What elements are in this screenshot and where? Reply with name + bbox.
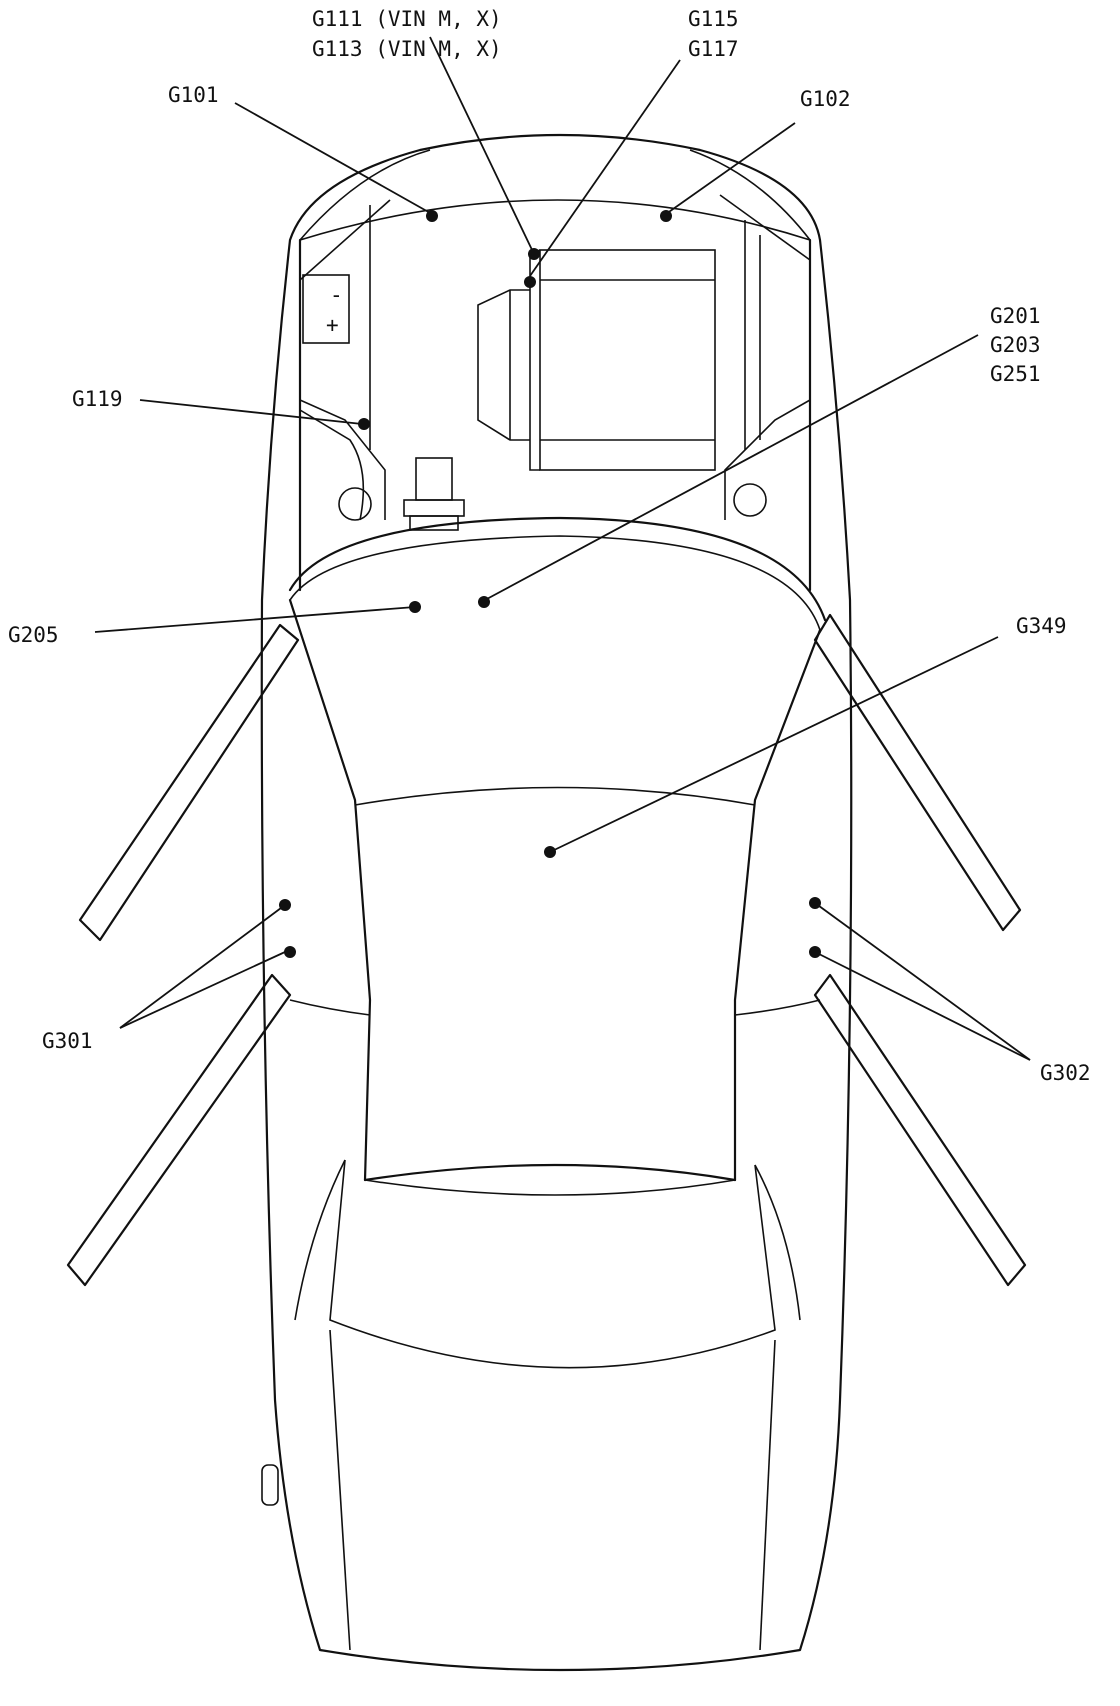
front-left-door [78, 623, 300, 942]
ground-point-g302-b [809, 946, 821, 958]
ground-point-g201-g203-g251 [478, 596, 490, 608]
battery-minus-label: - [330, 283, 343, 307]
ground-point-g111-g113 [528, 248, 540, 260]
label-g111: G111 (VIN M, X) [312, 7, 502, 31]
battery-plus-label: + [326, 313, 339, 337]
ground-point-g205 [409, 601, 421, 613]
label-g201: G201 [990, 304, 1041, 328]
label-g113: G113 (VIN M, X) [312, 37, 502, 61]
ground-point-g301-a [279, 899, 291, 911]
label-g302: G302 [1040, 1061, 1091, 1085]
leader-lines [94, 36, 1031, 1061]
rear-left-door [66, 973, 292, 1287]
label-g117: G117 [688, 37, 739, 61]
label-g115: G115 [688, 7, 739, 31]
ground-point-g101 [426, 210, 438, 222]
car-outline [66, 133, 1027, 1672]
rear-right-door [813, 973, 1027, 1287]
ground-point-g301-b [284, 946, 296, 958]
label-g205: G205 [8, 623, 59, 647]
label-g203: G203 [990, 333, 1041, 357]
ground-point-g349 [544, 846, 556, 858]
label-g101: G101 [168, 83, 219, 107]
label-g349: G349 [1016, 614, 1067, 638]
ground-point-g115-g117 [524, 276, 536, 288]
label-g251: G251 [990, 362, 1041, 386]
label-g119: G119 [72, 387, 123, 411]
ground-point-g102 [660, 210, 672, 222]
ground-point-g302-a [809, 897, 821, 909]
labels: G111 (VIN M, X) G113 (VIN M, X) G115 G11… [8, 7, 1091, 1085]
ground-points [279, 210, 821, 958]
front-right-door [813, 613, 1022, 932]
ground-point-g119 [358, 418, 370, 430]
label-g102: G102 [800, 87, 851, 111]
label-g301: G301 [42, 1029, 93, 1053]
